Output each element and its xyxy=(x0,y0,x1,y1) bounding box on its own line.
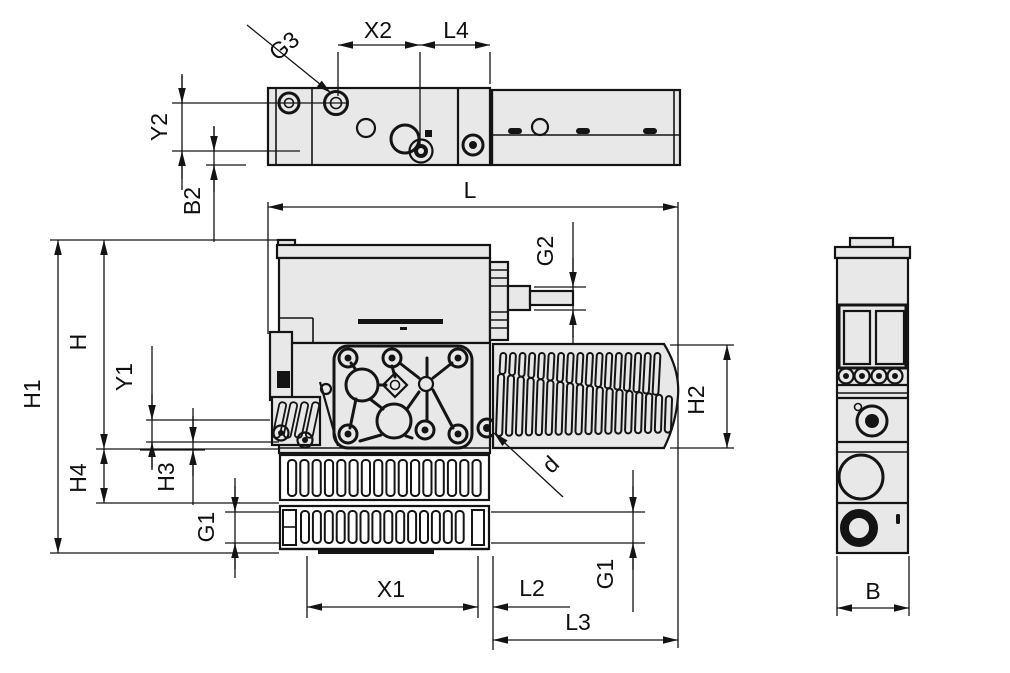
silencer xyxy=(491,342,680,450)
side-port-large xyxy=(837,453,885,501)
leader-d xyxy=(493,432,564,498)
dim-label-l3: L3 xyxy=(565,609,591,635)
side-screw-row xyxy=(837,367,904,385)
plug-body xyxy=(506,284,532,312)
dim-label-l4: L4 xyxy=(443,17,469,43)
rail-slot-2 xyxy=(576,128,590,134)
dim-l3: L3 xyxy=(493,609,678,644)
dim-label-y1: Y1 xyxy=(111,363,137,391)
front-view xyxy=(268,238,680,554)
dim-b: B xyxy=(836,556,910,616)
dim-label-h2: H2 xyxy=(683,385,709,414)
top-view-rail xyxy=(490,88,682,167)
latch-detent xyxy=(425,130,432,137)
dim-x1: X1 xyxy=(306,556,479,618)
upper-body xyxy=(277,256,492,345)
dim-label-d: d xyxy=(537,450,564,478)
dim-label-g3: G3 xyxy=(264,26,304,66)
dim-label-g1-left: G1 xyxy=(193,512,219,543)
hole-small xyxy=(355,117,377,139)
side-port-donut xyxy=(840,509,900,547)
silencer-slots-row2 xyxy=(495,373,674,437)
side-top-tab xyxy=(848,236,895,249)
bottom-slot xyxy=(318,549,434,554)
screw-rail xyxy=(461,133,485,157)
threaded-fitting xyxy=(488,260,510,342)
top-cap xyxy=(275,243,492,260)
screw-front-left-2 xyxy=(296,431,314,449)
dim-h4: H4 xyxy=(65,449,279,504)
dim-y1: Y1 xyxy=(111,346,279,470)
dim-x2: X2 xyxy=(337,17,421,146)
dim-label-g1-bottom: G1 xyxy=(592,559,618,590)
side-connector-panel xyxy=(837,303,908,370)
vent-grille-upper xyxy=(278,453,491,502)
dim-label-g2: G2 xyxy=(532,236,558,267)
dim-l: L xyxy=(267,177,679,648)
screw-top-1 xyxy=(277,91,301,115)
dim-label-h3: H3 xyxy=(153,462,179,491)
dim-label-h1: H1 xyxy=(19,379,45,408)
dim-label-h: H xyxy=(65,334,91,351)
dim-b2: B2 xyxy=(179,126,246,242)
top-view xyxy=(172,86,682,167)
plug-rod xyxy=(528,289,575,307)
left-tab xyxy=(268,330,294,402)
dim-l2: L2 xyxy=(492,556,570,650)
dim-label-b: B xyxy=(865,578,880,604)
dim-label-l2: L2 xyxy=(519,575,545,601)
node-diamond xyxy=(381,371,409,399)
dim-g1-bottom: G1 xyxy=(491,470,645,612)
display-slot xyxy=(358,319,443,324)
node-circle xyxy=(417,375,435,393)
side-port-small xyxy=(853,402,889,438)
dim-label-x2: X2 xyxy=(364,17,392,43)
dim-label-h4: H4 xyxy=(65,463,91,493)
dimensions: X2 L4 G3 Y2 B2 L xyxy=(19,17,910,650)
display-tick xyxy=(400,327,407,330)
dim-h3: H3 xyxy=(140,408,205,505)
rail-slot-3 xyxy=(643,128,657,134)
mechanism-screws xyxy=(337,347,469,445)
port-dark-circle xyxy=(408,138,434,164)
dim-label-b2: B2 xyxy=(179,187,205,215)
dim-label-x1: X1 xyxy=(377,576,405,602)
dim-g2: G2 xyxy=(532,222,586,345)
dim-g3: G3 xyxy=(246,24,332,94)
dim-l4: L4 xyxy=(420,17,491,84)
dim-y2: Y2 xyxy=(146,74,186,190)
dim-label-l: L xyxy=(464,177,477,203)
side-view xyxy=(833,236,912,555)
rail-slot-1 xyxy=(508,128,522,134)
dim-h2: H2 xyxy=(670,344,734,449)
dim-h: H xyxy=(65,240,279,450)
dim-label-y2: Y2 xyxy=(146,113,172,141)
dim-g1-left: G1 xyxy=(193,478,280,578)
ejector-mechanism xyxy=(332,344,474,450)
dim-h1: H1 xyxy=(19,239,295,554)
left-tab-port xyxy=(277,371,290,388)
side-top-cap xyxy=(833,245,912,260)
screw-top-2 xyxy=(323,90,349,116)
leader-g3 xyxy=(246,24,332,94)
vent-grille-lower xyxy=(278,504,491,551)
rail-hole xyxy=(530,117,550,137)
top-view-body xyxy=(266,86,492,167)
screw-front-left-1 xyxy=(272,424,290,442)
